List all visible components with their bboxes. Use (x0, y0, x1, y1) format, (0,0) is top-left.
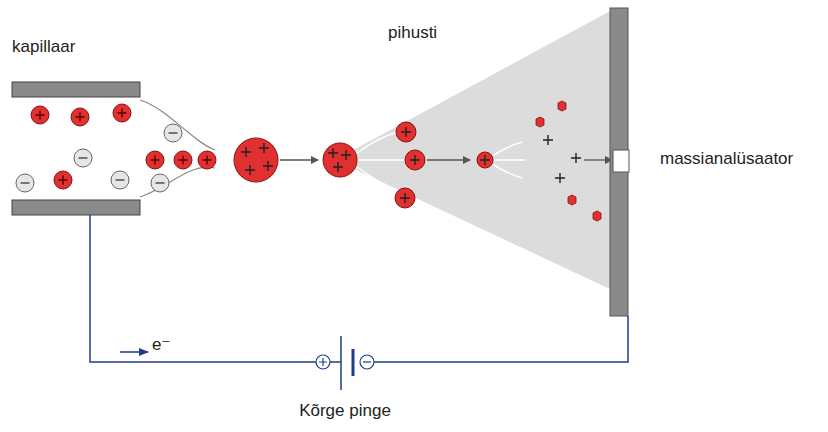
electron-arrow (120, 351, 148, 353)
voltage-label: Kõrge pinge (299, 402, 391, 421)
battery-symbol (316, 336, 374, 390)
taylor-cone (140, 100, 215, 197)
part-label: pihusti (388, 24, 437, 43)
wire (90, 215, 316, 362)
part-label: kapillaar (12, 38, 75, 57)
part-label: massianalüsaator (660, 150, 793, 169)
spray-cone (335, 10, 612, 290)
inlet-slit (613, 150, 629, 172)
electron-label: e⁻ (152, 336, 170, 355)
counter-electrode (610, 8, 628, 316)
wire (374, 316, 628, 362)
capillary-wall (12, 200, 140, 215)
capillary-wall (12, 82, 140, 97)
